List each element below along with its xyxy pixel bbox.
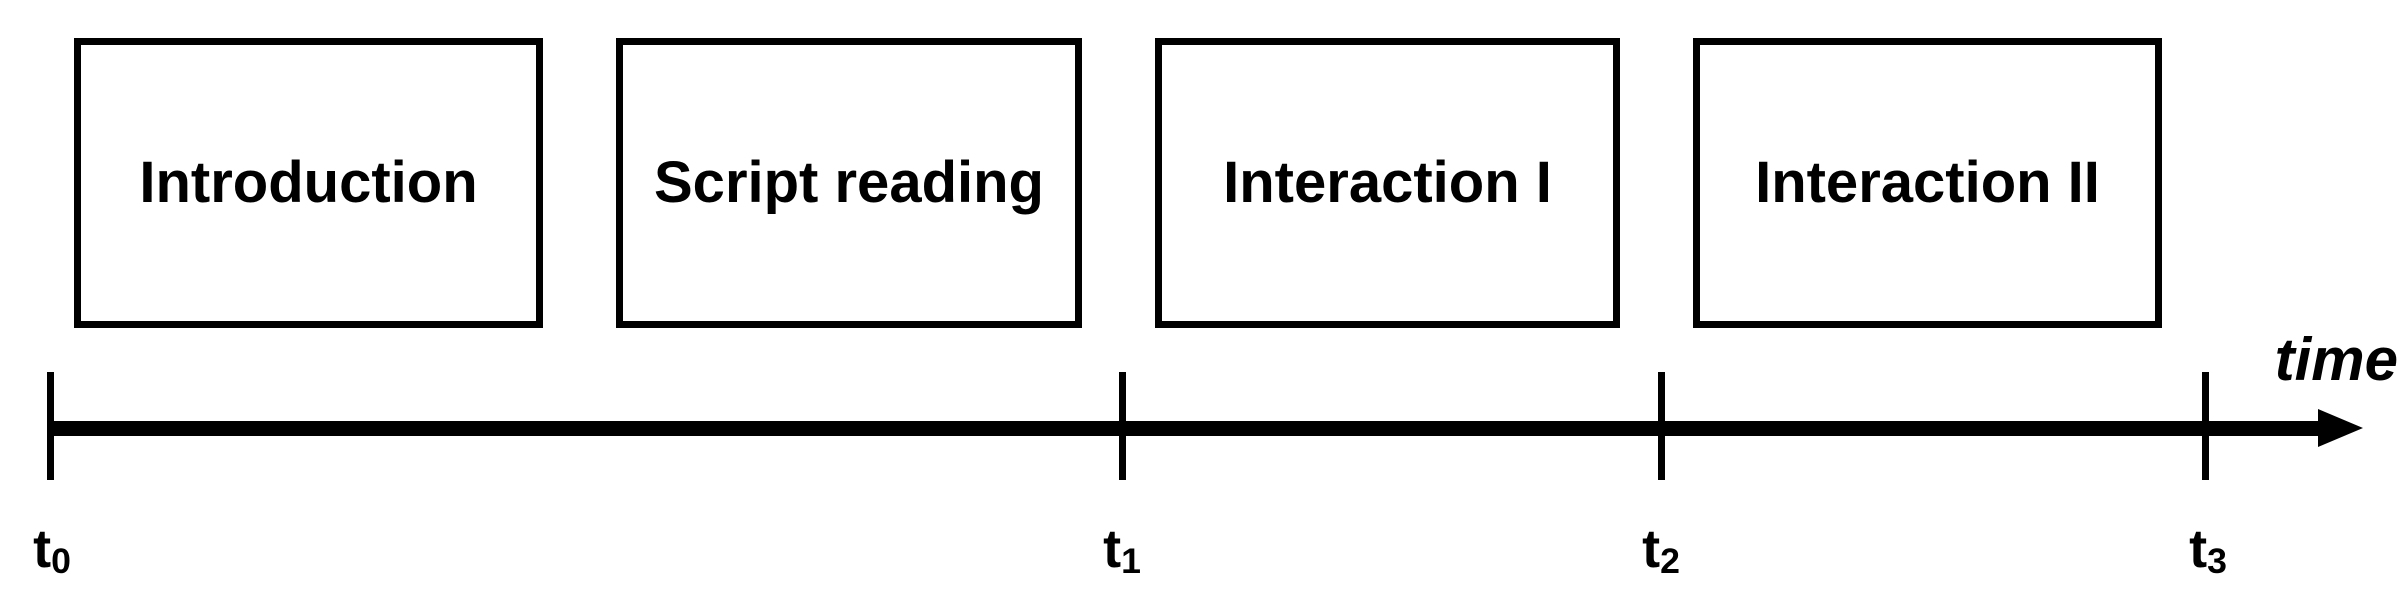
tick-label-t3-base: t xyxy=(2189,519,2208,579)
stage-box-introduction: Introduction xyxy=(74,38,543,328)
time-axis-label: time xyxy=(2274,326,2398,393)
tick-t3 xyxy=(2202,372,2209,480)
tick-label-t0: t0 xyxy=(0,519,112,579)
stage-label-script-reading: Script reading xyxy=(654,150,1044,215)
tick-label-t1: t1 xyxy=(1062,519,1182,579)
tick-label-t2: t2 xyxy=(1601,519,1721,579)
stage-box-interaction-1: Interaction I xyxy=(1155,38,1620,328)
stage-label-interaction-2: Interaction II xyxy=(1755,150,2100,215)
timeline-axis-line xyxy=(50,421,2332,436)
tick-t0 xyxy=(47,372,54,480)
tick-t2 xyxy=(1658,372,1665,480)
tick-label-t2-sub: 2 xyxy=(1660,541,1680,582)
stage-label-interaction-1: Interaction I xyxy=(1223,150,1552,215)
tick-label-t2-base: t xyxy=(1642,519,1661,579)
tick-label-t1-sub: 1 xyxy=(1121,541,1141,582)
stage-label-introduction: Introduction xyxy=(139,150,478,215)
tick-label-t0-base: t xyxy=(33,519,52,579)
tick-label-t1-base: t xyxy=(1103,519,1122,579)
stage-box-script-reading: Script reading xyxy=(616,38,1082,328)
tick-t1 xyxy=(1119,372,1126,480)
tick-label-t0-sub: 0 xyxy=(51,541,71,582)
tick-label-t3-sub: 3 xyxy=(2207,541,2227,582)
timeline-arrowhead xyxy=(2318,409,2363,447)
stage-box-interaction-2: Interaction II xyxy=(1693,38,2162,328)
tick-label-t3: t3 xyxy=(2148,519,2268,579)
